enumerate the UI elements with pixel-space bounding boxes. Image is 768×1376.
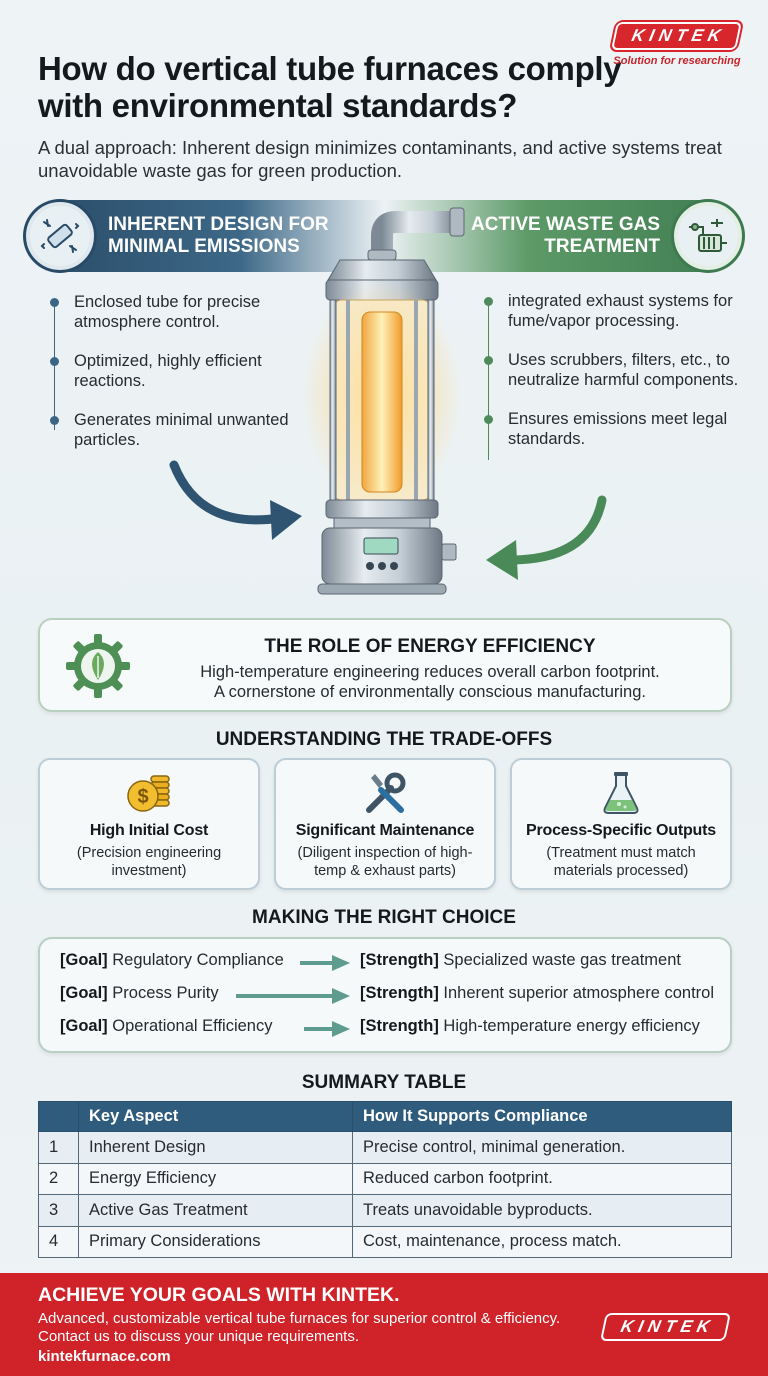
list-item: integrated exhaust systems for fume/vapo… — [484, 291, 744, 331]
compliance-cell: Cost, maintenance, process match. — [352, 1225, 732, 1258]
card-title: High Initial Cost — [89, 822, 209, 839]
column-header — [38, 1101, 79, 1132]
arrow-right-icon — [236, 988, 350, 1004]
svg-text:$: $ — [137, 786, 148, 808]
choice-row: [Goal] Regulatory Compliance [Strength] … — [40, 951, 730, 975]
card-title: Process-Specific Outputs — [526, 822, 716, 839]
column-header: How It Supports Compliance — [352, 1101, 732, 1132]
card-description: (Treatment must match materials processe… — [546, 845, 696, 879]
tradeoffs-title: UNDERSTANDING THE TRADE-OFFS — [215, 729, 553, 750]
list-item: Enclosed tube for precise atmosphere con… — [50, 292, 310, 332]
bullet-dot — [50, 357, 59, 366]
row-number: 4 — [38, 1225, 79, 1258]
choice-panel: [Goal] Regulatory Compliance [Strength] … — [38, 937, 732, 1053]
key-aspect-cell: Inherent Design — [78, 1131, 353, 1164]
bullet-dot — [484, 415, 493, 424]
row-number: 3 — [38, 1194, 79, 1227]
key-aspect-cell: Primary Considerations — [78, 1225, 353, 1258]
table-row: 4 Primary Considerations Cost, maintenan… — [38, 1225, 732, 1258]
choice-row: [Goal] Operational Efficiency [Strength]… — [40, 1017, 730, 1041]
flask-icon — [512, 770, 730, 816]
furnace-illustration — [169, 207, 607, 595]
tradeoff-card-cost: $ High Initial Cost (Precision engineeri… — [38, 758, 260, 890]
footer-description: Advanced, customizable vertical tube fur… — [38, 1310, 561, 1345]
footer-banner: ACHIEVE YOUR GOALS WITH KINTEK. Advanced… — [0, 1273, 768, 1376]
summary-table: Key Aspect How It Supports Compliance 1 … — [38, 1101, 732, 1258]
tradeoff-card-outputs: Process-Specific Outputs (Treatment must… — [510, 758, 732, 890]
energy-title: THE ROLE OF ENERGY EFFICIENCY — [264, 636, 596, 657]
energy-description: High-temperature engineering reduces ove… — [200, 663, 660, 701]
list-connector-line — [488, 300, 489, 460]
bullet-dot — [50, 298, 59, 307]
choice-title: MAKING THE RIGHT CHOICE — [252, 907, 516, 928]
key-aspect-cell: Active Gas Treatment — [78, 1194, 353, 1227]
arrow-right-icon — [304, 1021, 350, 1037]
banner-title: ACTIVE WASTE GAS TREATMENT — [471, 214, 660, 257]
row-number: 1 — [38, 1131, 79, 1164]
banner-title: INHERENT DESIGN FOR MINIMAL EMISSIONS — [108, 214, 329, 257]
tradeoff-card-maintenance: Significant Maintenance (Diligent inspec… — [274, 758, 496, 890]
card-description: (Diligent inspection of high-temp & exha… — [297, 845, 473, 879]
compliance-cell: Reduced carbon footprint. — [352, 1162, 732, 1195]
logo-badge: KINTEK — [599, 1313, 731, 1341]
brand-logo[interactable]: KINTEK Solution for researching — [602, 22, 752, 67]
compliance-cell: Treats unavoidable byproducts. — [352, 1194, 732, 1227]
website-link[interactable]: kintekfurnace.com — [38, 1348, 171, 1365]
right-curved-arrow — [505, 495, 607, 565]
glass-tube-icon — [26, 202, 94, 270]
list-item: Uses scrubbers, filters, etc., to neutra… — [484, 350, 744, 390]
bullet-dot — [484, 356, 493, 365]
table-row: 3 Active Gas Treatment Treats unavoidabl… — [38, 1194, 732, 1227]
energy-efficiency-panel: THE ROLE OF ENERGY EFFICIENCY High-tempe… — [38, 618, 732, 712]
logo-badge: KINTEK — [611, 22, 743, 50]
treatment-benefit-list: integrated exhaust systems for fume/vapo… — [484, 291, 744, 468]
left-curved-arrow — [169, 460, 285, 525]
footer-logo[interactable]: KINTEK — [599, 1313, 731, 1341]
table-header-row: Key Aspect How It Supports Compliance — [38, 1101, 732, 1132]
inherent-design-banner: INHERENT DESIGN FOR MINIMAL EMISSIONS — [24, 200, 384, 272]
footer-title: ACHIEVE YOUR GOALS WITH KINTEK. — [38, 1284, 400, 1306]
choice-row: [Goal] Process Purity [Strength] Inheren… — [40, 984, 730, 1008]
summary-title: SUMMARY TABLE — [301, 1072, 467, 1093]
compliance-cell: Precise control, minimal generation. — [352, 1131, 732, 1164]
card-title: Significant Maintenance — [295, 822, 475, 839]
key-aspect-cell: Energy Efficiency — [78, 1162, 353, 1195]
list-item: Generates minimal unwanted particles. — [50, 410, 310, 450]
row-number: 2 — [38, 1162, 79, 1195]
gear-leaf-icon — [64, 632, 132, 705]
column-header: Key Aspect — [78, 1101, 353, 1132]
heating-tube — [361, 311, 403, 493]
list-item: Optimized, highly efficient reactions. — [50, 351, 310, 391]
table-row: 1 Inherent Design Precise control, minim… — [38, 1131, 732, 1164]
control-display — [363, 537, 399, 555]
bullet-dot — [484, 297, 493, 306]
exhaust-pipe — [371, 211, 460, 260]
design-benefit-list: Enclosed tube for precise atmosphere con… — [50, 292, 310, 469]
table-row: 2 Energy Efficiency Reduced carbon footp… — [38, 1162, 732, 1195]
list-item: Ensures emissions meet legal standards. — [484, 409, 744, 449]
bullet-dot — [50, 416, 59, 425]
wrench-screwdriver-icon — [276, 770, 494, 816]
furnace-base — [321, 527, 443, 585]
arrow-right-icon — [300, 955, 350, 971]
coins-icon: $ — [40, 770, 258, 816]
logo-tagline: Solution for researching — [613, 55, 741, 67]
exhaust-filter-icon — [674, 202, 742, 270]
page-subtitle: A dual approach: Inherent design minimiz… — [38, 137, 722, 181]
card-description: (Precision engineering investment) — [76, 845, 222, 879]
page-title: How do vertical tube furnaces comply wit… — [38, 50, 622, 124]
